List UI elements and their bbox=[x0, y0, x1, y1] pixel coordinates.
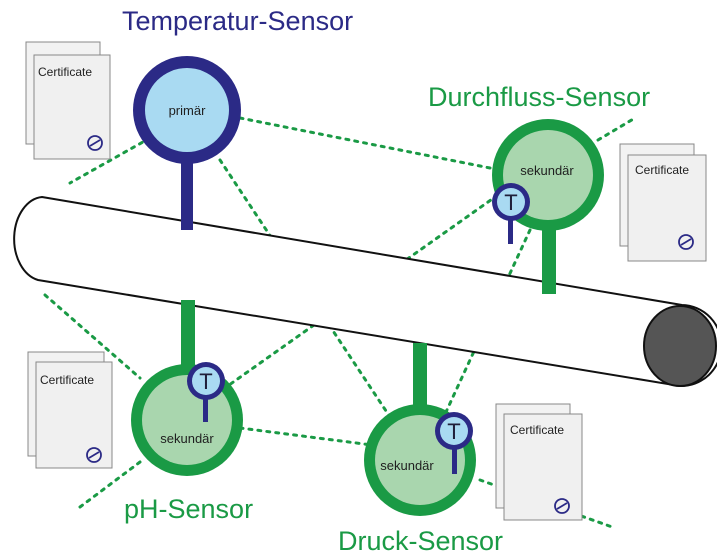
temperature-sensor-stem bbox=[181, 158, 193, 230]
pipe-body bbox=[13, 195, 717, 388]
link-flow-outer bbox=[596, 116, 637, 142]
certificate-doc-2: Certificate bbox=[619, 143, 707, 262]
ph-sensor-stem bbox=[181, 300, 195, 370]
certificate-seal-icon bbox=[86, 447, 102, 463]
link-ph-pressure bbox=[238, 426, 374, 447]
ph-sensor-role: sekundär bbox=[160, 431, 214, 446]
certificate-label: Certificate bbox=[635, 163, 689, 177]
pipe-end-cap bbox=[643, 305, 717, 387]
temperature-sensor-role: primär bbox=[169, 103, 207, 118]
flow-sensor-stem bbox=[542, 228, 556, 294]
svg-text:T: T bbox=[199, 369, 212, 394]
temperature-sensor-core bbox=[145, 68, 229, 152]
certificate-seal-icon bbox=[678, 234, 694, 250]
flow-sensor-title: Durchfluss-Sensor bbox=[428, 82, 650, 112]
ph-sensor: sekundär bbox=[131, 364, 243, 476]
flow-temp-probe: T bbox=[492, 183, 530, 244]
certificate-doc-1: Certificate bbox=[25, 41, 111, 160]
certificate-label: Certificate bbox=[40, 373, 94, 387]
pressure-sensor-role: sekundär bbox=[380, 458, 434, 473]
certificate-doc-3: Certificate bbox=[27, 351, 113, 469]
flow-sensor-role: sekundär bbox=[520, 163, 574, 178]
certificate-label: Certificate bbox=[38, 65, 92, 79]
svg-text:T: T bbox=[447, 419, 460, 444]
certificate-seal-icon bbox=[554, 498, 570, 514]
pressure-temp-probe: T bbox=[435, 412, 473, 474]
certificate-seal-icon bbox=[87, 135, 103, 151]
pressure-sensor-title: Druck-Sensor bbox=[338, 526, 503, 556]
ph-temp-probe: T bbox=[187, 362, 225, 422]
certificate-doc-4: Certificate bbox=[495, 403, 583, 521]
pipe bbox=[13, 195, 717, 388]
link-ph-outer-left bbox=[43, 293, 142, 380]
temperature-sensor: primär bbox=[133, 56, 241, 164]
ph-sensor-title: pH-Sensor bbox=[124, 494, 253, 524]
link-temp-flow bbox=[238, 116, 502, 172]
svg-text:T: T bbox=[504, 190, 517, 215]
certificate-label: Certificate bbox=[510, 423, 564, 437]
link-temp-outer bbox=[68, 136, 152, 185]
pressure-sensor-stem bbox=[413, 343, 427, 405]
temperature-sensor-title: Temperatur-Sensor bbox=[122, 6, 353, 36]
link-ph-outer-bottom bbox=[78, 460, 142, 509]
